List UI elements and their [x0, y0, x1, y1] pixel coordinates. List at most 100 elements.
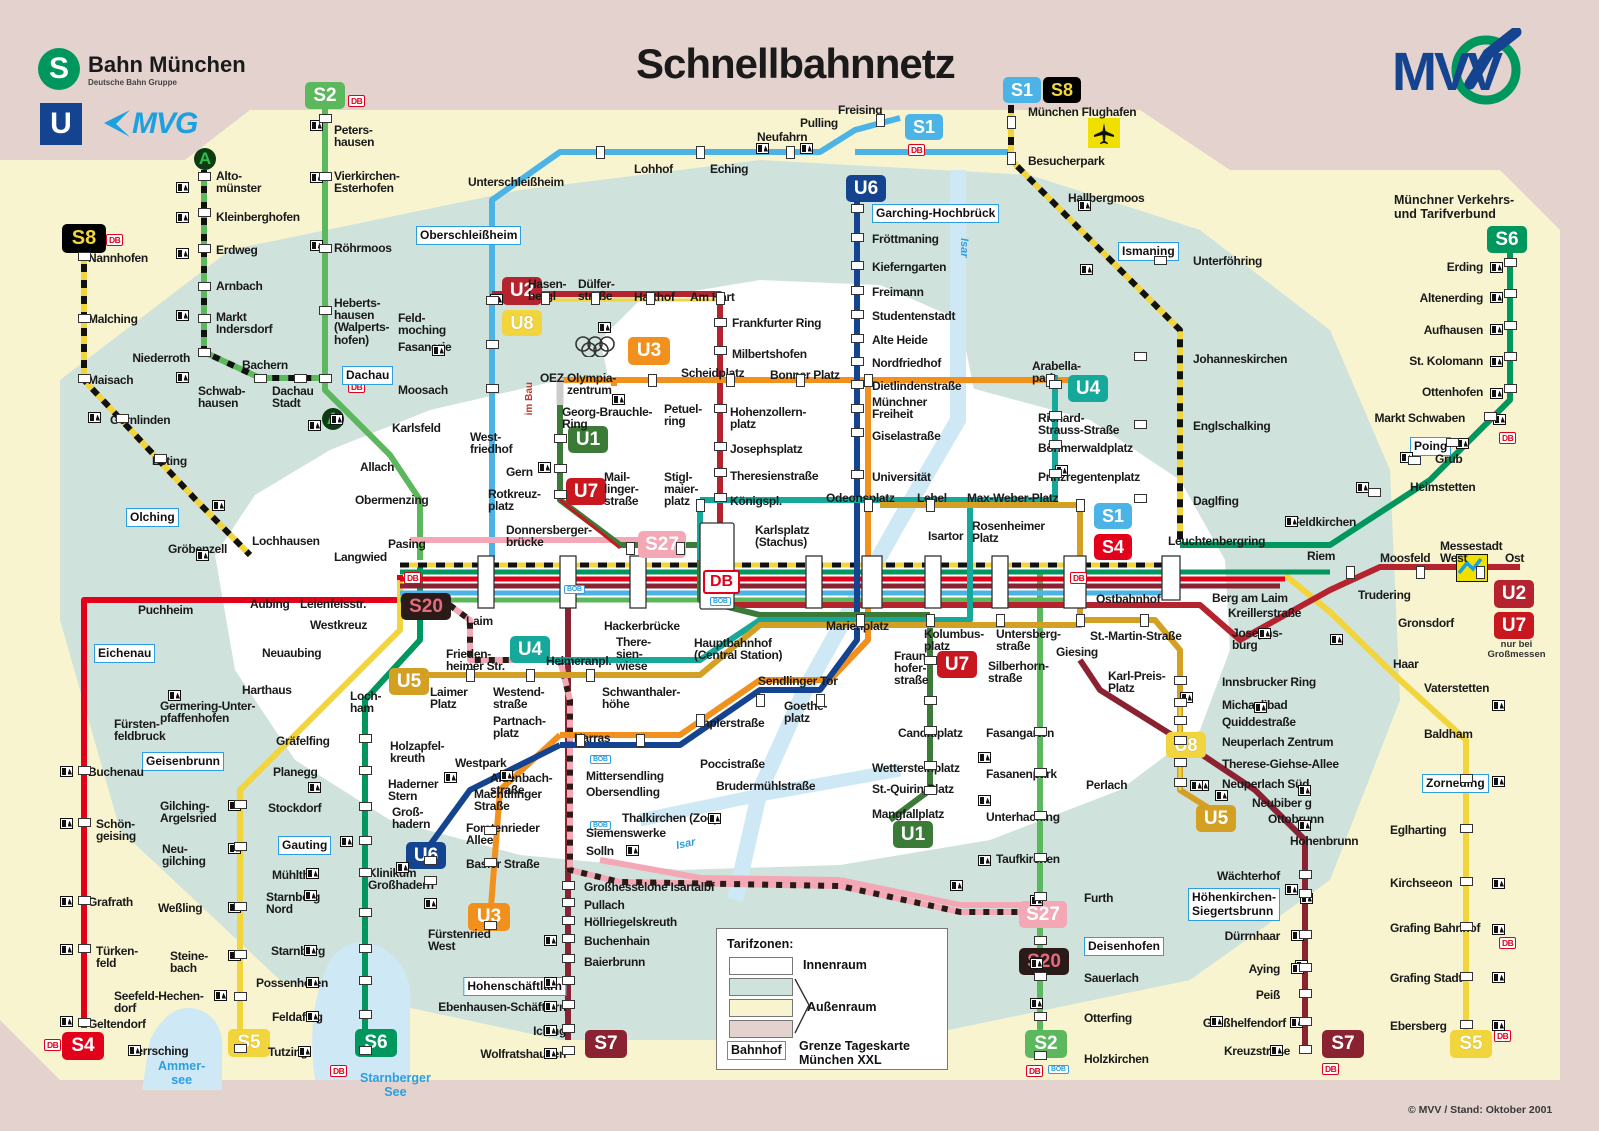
station-label: Fürsten- feldbruck [114, 717, 166, 744]
station-label: Münchner Freiheit [872, 395, 927, 422]
station-tick [1459, 823, 1473, 833]
line-badge-s2[interactable]: S2 [1025, 1030, 1067, 1058]
station-tick [1173, 777, 1187, 787]
line-badge-u3[interactable]: U3 [628, 337, 670, 365]
line-badge-s1[interactable]: S1 [1003, 77, 1041, 103]
legend-swatch-yellow [729, 999, 793, 1017]
park-and-ride-icon [1190, 780, 1203, 791]
station-tick [785, 145, 795, 159]
station-label: Allach [360, 460, 395, 474]
station-tick [233, 1043, 247, 1053]
xxl-station-label: Garching-Hochbrück [872, 204, 1000, 223]
station-label: Pulling [800, 116, 838, 130]
station-label: Maisach [88, 373, 134, 387]
station-label: Ottenhofen [1422, 385, 1483, 399]
station-tick [850, 379, 864, 389]
line-badge-u7[interactable]: U7 [1494, 612, 1534, 639]
station-label: Obermenzing [355, 493, 429, 507]
line-badge-u7[interactable]: U7 [566, 478, 606, 505]
station-tick [850, 309, 864, 319]
station-label: Universität [872, 470, 931, 484]
station-label: Leienfelsstr. [300, 597, 367, 611]
station-tick [1503, 288, 1517, 298]
station-tick [358, 943, 372, 953]
station-label: Unterhaching [986, 810, 1060, 824]
station-tick [850, 469, 864, 479]
station-label: Pullach [584, 898, 625, 912]
station-tick [561, 915, 575, 925]
line-badge-u6[interactable]: U6 [406, 842, 446, 869]
station-label: Georg-Brauchle- Ring [562, 405, 653, 432]
line-badge-s2[interactable]: S2 [305, 82, 345, 109]
station-label: Grub [1435, 452, 1463, 466]
station-label: Odeonsplatz [826, 491, 895, 505]
station-tick [695, 713, 705, 727]
line-badge-s7[interactable]: S7 [1322, 1030, 1364, 1058]
line-badge-s8[interactable]: S8 [62, 224, 106, 253]
station-label: Moosfeld [1380, 551, 1431, 565]
sbahn-logo-title: Bahn München [88, 51, 246, 77]
station-tick [1298, 1016, 1312, 1026]
station-label: Peters- hausen [334, 123, 375, 150]
line-badge-s27[interactable]: S27 [1019, 901, 1067, 928]
line-badge-u2[interactable]: U2 [1494, 580, 1534, 608]
park-and-ride-icon [340, 836, 353, 847]
park-and-ride-icon [544, 1048, 557, 1059]
station-tick [465, 668, 475, 682]
park-and-ride-icon [1492, 776, 1505, 787]
station-label: Groß- hadern [392, 805, 431, 832]
station-tick [1459, 971, 1473, 981]
park-and-ride-icon [1298, 820, 1311, 831]
park-and-ride-icon [1298, 785, 1311, 796]
station-label: Bonner Platz [770, 368, 840, 382]
line-badge-s4[interactable]: S4 [1094, 534, 1132, 560]
line-badge-s4[interactable]: S4 [62, 1032, 104, 1060]
station-label: Heberts- hausen (Walperts- hofen) [334, 296, 390, 347]
line-badge-s5[interactable]: S5 [1450, 1030, 1492, 1058]
mvg-swoosh-icon [104, 110, 130, 137]
line-badge-u1[interactable]: U1 [893, 821, 933, 848]
station-label: Ebenhausen-Schäftlarn [438, 1000, 566, 1014]
line-badge-u4[interactable]: U4 [510, 636, 550, 663]
station-tick [1459, 773, 1473, 783]
station-tick [1298, 988, 1312, 998]
station-label: Heimeranpl. [546, 654, 612, 668]
line-badge-s8[interactable]: S8 [1043, 77, 1081, 103]
line-badge-u4[interactable]: U4 [1068, 375, 1108, 402]
line-badge-s6[interactable]: S6 [1487, 226, 1527, 253]
line-badge-u7[interactable]: U7 [937, 651, 977, 678]
station-label: Scheidplatz [681, 366, 745, 380]
station-label: Seefeld-Hechen- dorf [114, 989, 204, 1016]
station-label: Wächterhof [1216, 869, 1280, 883]
station-tick [713, 492, 727, 502]
line-badge-u6[interactable]: U6 [846, 175, 886, 202]
park-and-ride-icon [1492, 1020, 1505, 1031]
line-badge-s1[interactable]: S1 [1094, 503, 1132, 529]
station-label: Gronsdorf [1398, 616, 1454, 630]
station-label: Ottobrunn [1268, 812, 1324, 826]
line-badge-u8[interactable]: U8 [502, 310, 542, 336]
station-label: Aying [1248, 962, 1281, 976]
station-tick [1503, 320, 1517, 330]
line-badge-u2[interactable]: U2 [502, 277, 542, 305]
line-badge-s20[interactable]: S20 [401, 593, 451, 620]
line-badge-u1[interactable]: U1 [568, 426, 608, 453]
station-label: St.-Martin-Straße [1090, 629, 1182, 643]
db-mark: DB [1499, 432, 1517, 444]
station-tick [233, 991, 247, 1001]
line-badge-s7[interactable]: S7 [585, 1030, 627, 1058]
station-tick [1048, 379, 1062, 389]
line-badge-u5[interactable]: U5 [1196, 805, 1236, 832]
line-badge-s1[interactable]: S1 [905, 114, 943, 140]
isar-label-north: Isar [958, 238, 970, 258]
park-and-ride-icon [1285, 884, 1298, 895]
station-tick [197, 281, 211, 291]
station-label: Basler Straße [466, 857, 540, 871]
station-label: Mail- linger- straße [604, 470, 639, 509]
station-tick [1133, 351, 1147, 361]
station-label: Obersendling [586, 785, 660, 799]
park-and-ride-icon [1078, 200, 1091, 211]
park-and-ride-icon [304, 945, 317, 956]
line-badge-u5[interactable]: U5 [389, 668, 429, 695]
